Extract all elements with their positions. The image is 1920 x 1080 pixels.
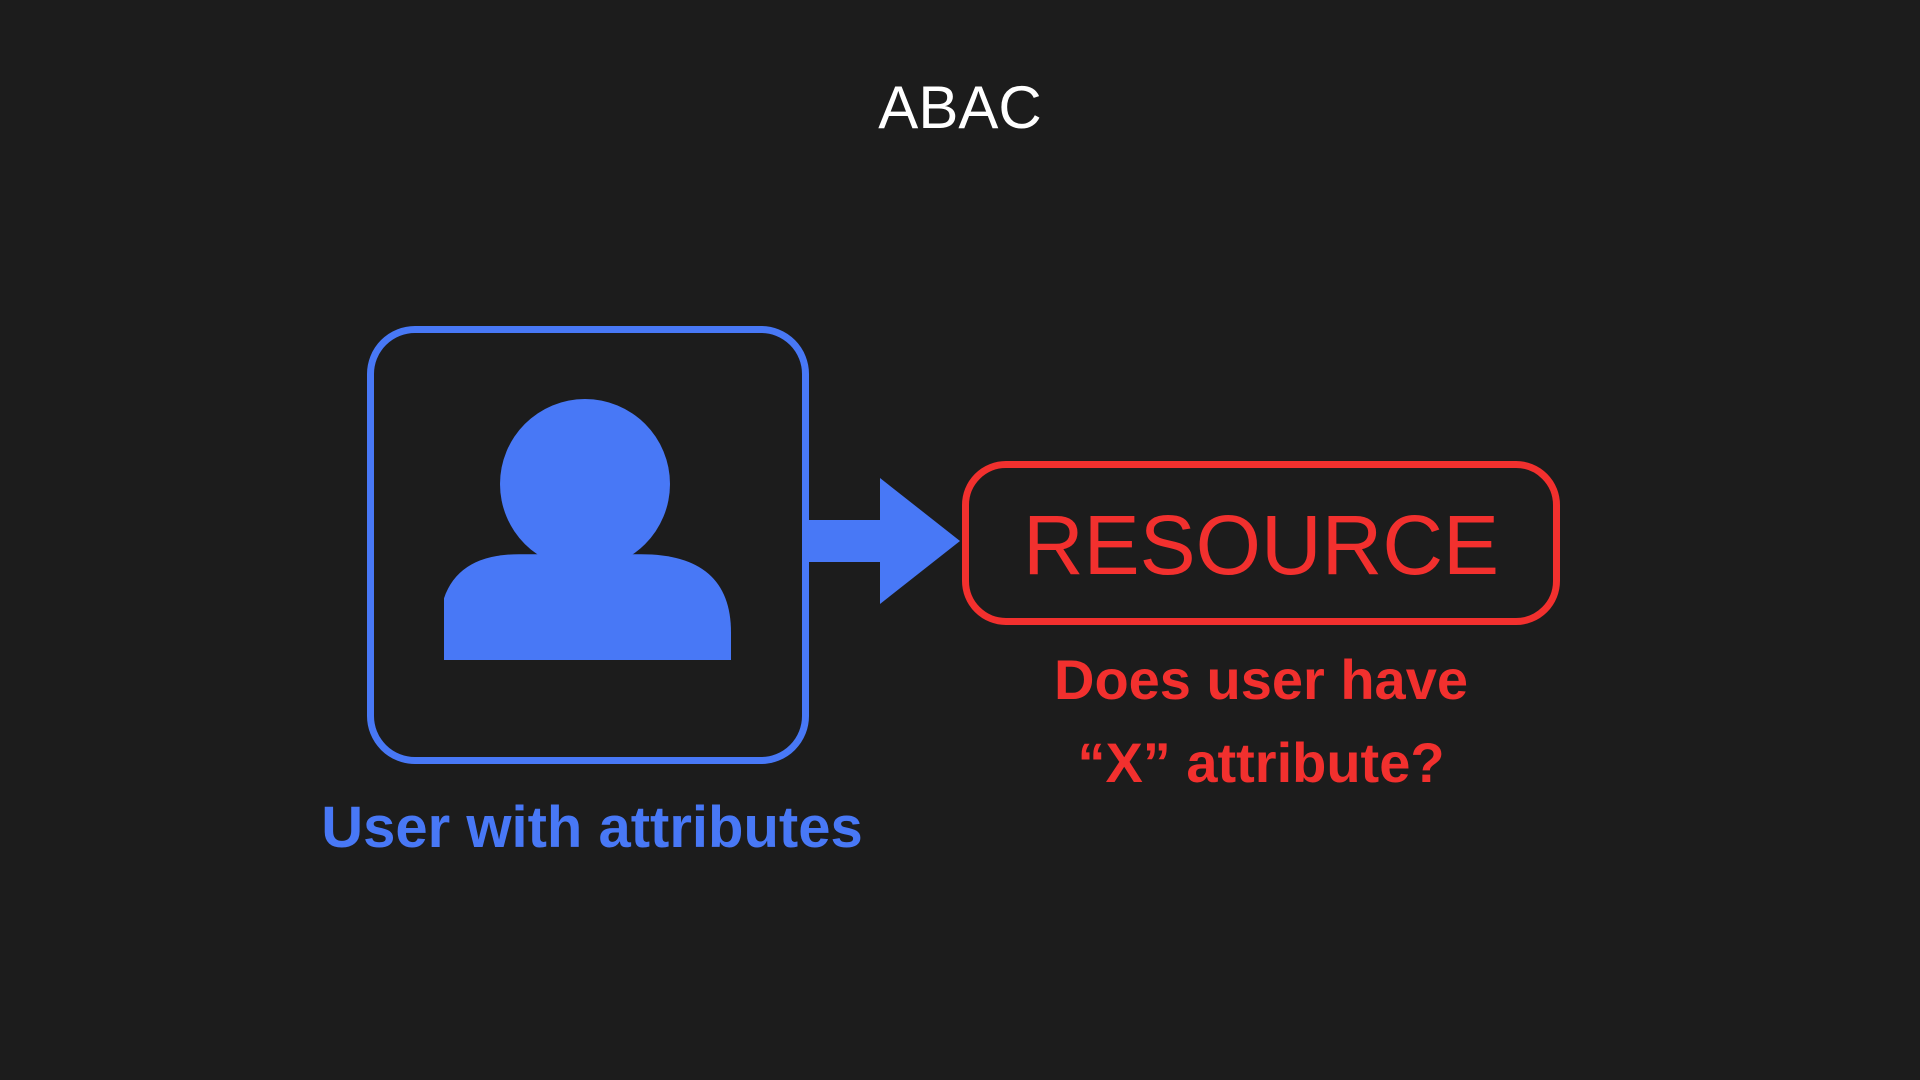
page-title: ABAC <box>878 74 1042 141</box>
person-icon <box>444 399 731 661</box>
question-line-2: “X” attribute? <box>1077 731 1445 794</box>
arrow-right-icon <box>802 478 960 604</box>
question-line-1: Does user have <box>1054 648 1468 711</box>
question-text: Does user have “X” attribute? <box>962 638 1560 804</box>
user-box <box>367 326 809 764</box>
user-caption: User with attributes <box>321 795 863 860</box>
resource-box: RESOURCE <box>962 461 1560 625</box>
resource-label: RESOURCE <box>1022 498 1500 592</box>
